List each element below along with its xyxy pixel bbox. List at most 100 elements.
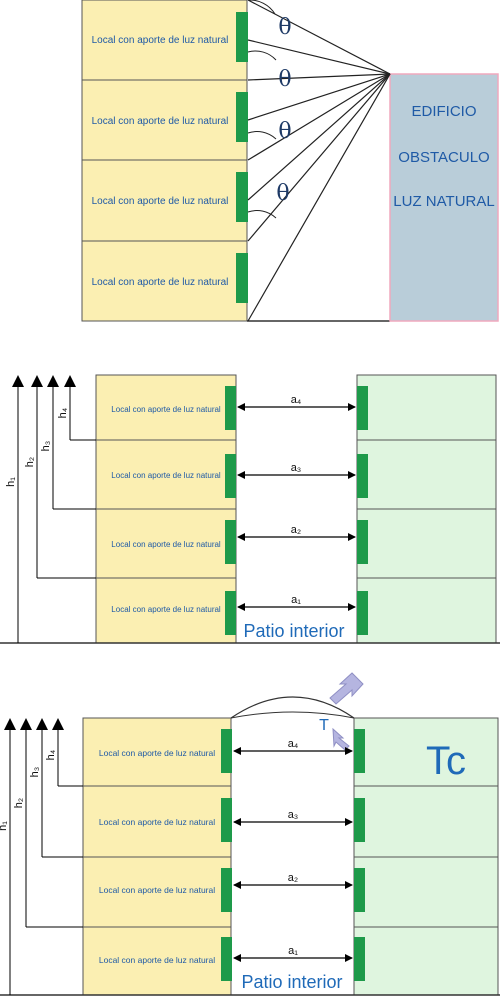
height-label: h₃: [29, 767, 41, 778]
theta-symbol: θ: [278, 67, 291, 92]
obstacle-label-3: LUZ NATURAL: [393, 193, 494, 210]
theta-symbol: θ: [278, 15, 291, 40]
window: [221, 729, 232, 773]
window: [357, 591, 368, 635]
window: [357, 454, 368, 498]
room-label: Local con aporte de luz natural: [111, 405, 221, 414]
window: [225, 520, 236, 564]
transmitted-light-arrow-icon: [332, 727, 350, 751]
obstacle-label-1: EDIFICIO: [411, 103, 476, 120]
panel-obstacle-angles: Local con aporte de luz natural Local co…: [81, 0, 499, 322]
room-label: Local con aporte de luz natural: [111, 540, 221, 549]
angle-arc: [247, 50, 277, 61]
distance-label: a₄: [291, 394, 302, 406]
theta-symbol: θ: [278, 119, 291, 144]
distance-label: a₁: [288, 945, 298, 957]
height-label: h₃: [40, 441, 52, 452]
t-label: T: [319, 717, 329, 734]
neighbor-room: [356, 577, 497, 644]
window: [221, 937, 232, 981]
window: [221, 868, 232, 912]
window: [236, 253, 248, 303]
room-box: [95, 439, 237, 510]
room-box: [95, 577, 237, 644]
sight-line: [247, 73, 391, 161]
room-box: [81, 79, 248, 161]
height-label: h₄: [57, 407, 69, 418]
sight-line: [247, 73, 391, 121]
angle-arc: [247, 210, 277, 219]
building-left: Local con aporte de luz natural Local co…: [81, 0, 248, 322]
room-label: Local con aporte de luz natural: [99, 885, 215, 895]
patio-label: Patio interior: [243, 621, 344, 641]
height-label: h₂: [13, 798, 25, 808]
patio-label: Patio interior: [241, 972, 342, 992]
height-label: h₂: [24, 457, 36, 467]
sight-line: [247, 73, 391, 201]
room-box: [95, 508, 237, 579]
room-box: [82, 785, 232, 858]
panel-patio-interior: Local con aporte de luz natural Local co…: [0, 374, 500, 644]
room-box: [81, 240, 248, 322]
sight-line: [247, 73, 391, 81]
obstacle-label-2: OBSTACULO: [398, 149, 489, 166]
sight-lines: [247, 0, 391, 322]
distance-label: a₂: [291, 524, 301, 536]
skylight-dome: [230, 696, 355, 719]
distance-arrows: [237, 403, 356, 611]
room-label: Local con aporte de luz natural: [92, 277, 229, 288]
distance-label: a₄: [288, 738, 299, 750]
room-label: Local con aporte de luz natural: [92, 196, 229, 207]
height-dimensions: [12, 375, 96, 643]
tc-label: Tc: [426, 739, 466, 783]
window: [225, 386, 236, 430]
neighbor-room: [353, 926, 499, 996]
light-arrows: [329, 672, 364, 751]
window: [354, 868, 365, 912]
window: [221, 798, 232, 842]
height-label: h₁: [0, 821, 9, 831]
angle-arcs: [247, 0, 277, 219]
window: [354, 937, 365, 981]
room-label: Local con aporte de luz natural: [99, 817, 215, 827]
height-dimensions: [4, 718, 83, 995]
room-label: Local con aporte de luz natural: [92, 116, 229, 127]
room-label: Local con aporte de luz natural: [111, 605, 221, 614]
room-box: [82, 856, 232, 928]
window: [357, 386, 368, 430]
height-label: h₄: [45, 749, 57, 760]
window: [225, 591, 236, 635]
sight-line: [247, 39, 391, 75]
window: [236, 172, 248, 222]
window: [354, 729, 365, 773]
sight-line: [247, 73, 391, 322]
obstacle-building: [389, 73, 499, 322]
room-box: [82, 926, 232, 996]
room-label: Local con aporte de luz natural: [92, 35, 229, 46]
neighbor-room: [353, 856, 499, 928]
skylight-inner: [230, 711, 355, 719]
distance-label: a₁: [291, 594, 301, 606]
theta-symbol: θ: [276, 181, 289, 206]
window: [236, 92, 248, 142]
angle-arc: [248, 0, 276, 15]
distance-label: a₃: [288, 809, 299, 821]
angle-arc: [247, 131, 277, 140]
room-label: Local con aporte de luz natural: [99, 955, 215, 965]
window: [225, 454, 236, 498]
neighbor-room: [356, 508, 497, 579]
room-label: Local con aporte de luz natural: [111, 471, 221, 480]
room-box: [81, 0, 248, 81]
window: [357, 520, 368, 564]
height-label: h₁: [5, 477, 17, 487]
sight-line: [247, 73, 391, 242]
sunlight-arrow-icon: [329, 672, 364, 705]
neighbor-room: [353, 785, 499, 858]
neighbor-room: [353, 717, 499, 787]
window: [354, 798, 365, 842]
distance-label: a₃: [291, 462, 302, 474]
distance-label: a₂: [288, 872, 298, 884]
neighbor-room: [356, 374, 497, 441]
window: [236, 12, 248, 62]
